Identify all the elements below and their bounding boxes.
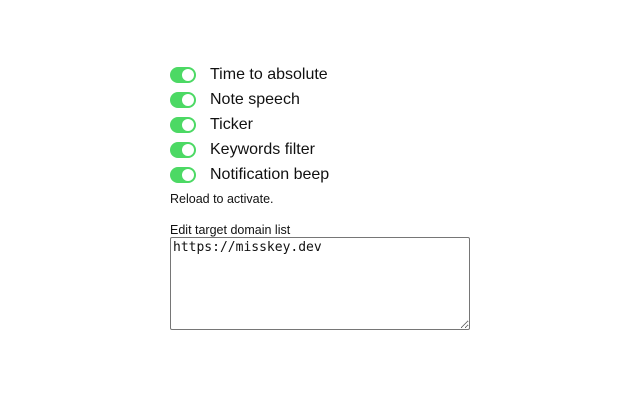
toggle-label: Notification beep [210,165,330,183]
toggle-knob [182,168,194,181]
options-panel: Time to absolute Note speech Ticker Keyw… [170,62,470,330]
toggle-label: Keywords filter [210,140,315,158]
reload-note: Reload to activate. [170,192,274,206]
time-to-absolute-toggle[interactable] [170,66,196,83]
toggle-row-time-to-absolute: Time to absolute [170,62,470,87]
ticker-toggle[interactable] [170,116,196,133]
toggle-knob [182,93,194,106]
feature-toggle-list: Time to absolute Note speech Ticker Keyw… [170,62,470,187]
domain-list-textarea[interactable] [170,237,470,330]
toggle-knob [182,143,194,156]
domain-list-label: Edit target domain list [170,223,291,237]
toggle-knob [182,118,194,131]
toggle-row-notification-beep: Notification beep [170,162,470,187]
toggle-label: Time to absolute [210,65,328,83]
toggle-row-note-speech: Note speech [170,87,470,112]
notification-beep-toggle[interactable] [170,166,196,183]
keywords-filter-toggle[interactable] [170,141,196,158]
toggle-knob [182,68,194,81]
toggle-label: Note speech [210,90,300,108]
toggle-label: Ticker [210,115,253,133]
note-speech-toggle[interactable] [170,91,196,108]
toggle-row-ticker: Ticker [170,112,470,137]
toggle-row-keywords-filter: Keywords filter [170,137,470,162]
